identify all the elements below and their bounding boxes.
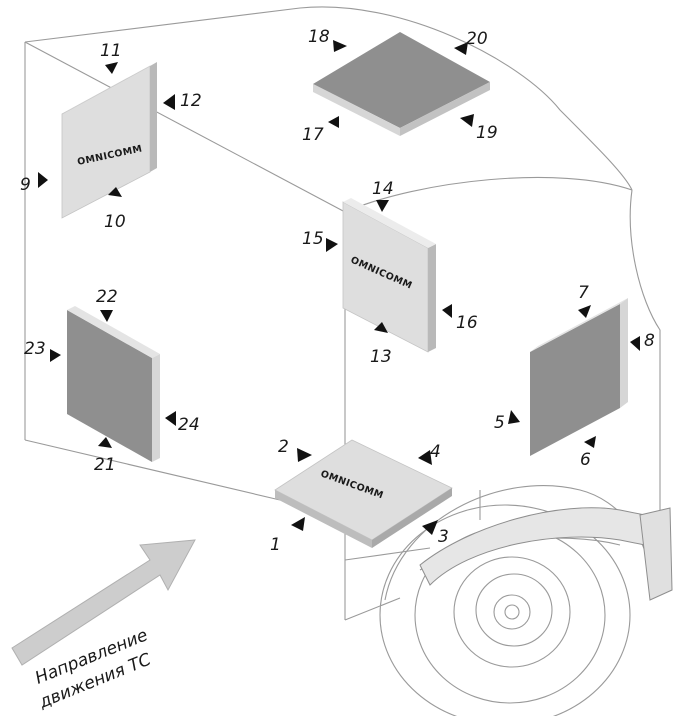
marker-arrow-19 <box>460 114 474 127</box>
marker-numbers: 1 2 3 4 5 6 7 8 9 10 11 12 13 14 15 16 1… <box>20 27 655 555</box>
panel-roof <box>313 32 490 136</box>
marker-label-22: 22 <box>96 287 118 307</box>
marker-label-23: 23 <box>24 339 46 359</box>
marker-label-4: 4 <box>430 442 441 462</box>
marker-arrow-15 <box>326 238 338 252</box>
marker-label-19: 19 <box>476 123 498 143</box>
marker-arrow-12 <box>163 94 175 110</box>
marker-label-20: 20 <box>466 29 488 49</box>
marker-label-1: 1 <box>270 535 281 555</box>
panel-top-left: OMNICOMM <box>61 62 157 219</box>
direction-arrow <box>11 539 196 666</box>
marker-arrow-6 <box>584 436 596 448</box>
marker-arrows <box>38 40 640 535</box>
marker-arrow-10 <box>108 187 122 197</box>
marker-arrow-2 <box>297 448 312 462</box>
panel-floor: OMNICOMM <box>274 439 453 548</box>
marker-arrow-4 <box>418 450 432 465</box>
marker-label-14: 14 <box>372 179 394 199</box>
panel-right <box>530 298 628 456</box>
marker-arrow-13 <box>374 322 388 333</box>
marker-arrow-24 <box>165 411 176 426</box>
marker-label-6: 6 <box>580 450 591 470</box>
marker-label-10: 10 <box>104 212 126 232</box>
panel-lower-left <box>67 306 160 462</box>
fender <box>419 507 673 601</box>
marker-label-15: 15 <box>302 229 324 249</box>
marker-label-16: 16 <box>456 313 478 333</box>
marker-arrow-17 <box>328 116 339 128</box>
marker-arrow-8 <box>630 336 640 351</box>
marker-label-9: 9 <box>20 175 31 195</box>
marker-label-7: 7 <box>578 283 589 303</box>
marker-arrow-23 <box>50 349 61 362</box>
marker-label-2: 2 <box>278 437 289 457</box>
marker-label-12: 12 <box>180 91 202 111</box>
marker-label-18: 18 <box>308 27 330 47</box>
marker-arrow-14 <box>376 200 389 212</box>
marker-arrow-11 <box>105 62 118 74</box>
marker-label-5: 5 <box>494 413 505 433</box>
marker-arrow-20 <box>454 42 468 55</box>
marker-label-11: 11 <box>100 41 122 61</box>
marker-arrow-7 <box>578 305 591 318</box>
marker-arrow-22 <box>100 310 113 322</box>
marker-label-21: 21 <box>94 455 116 475</box>
marker-label-8: 8 <box>644 331 655 351</box>
marker-arrow-5 <box>508 410 520 424</box>
marker-label-17: 17 <box>302 125 324 145</box>
marker-label-3: 3 <box>438 527 449 547</box>
marker-arrow-21 <box>98 437 112 448</box>
marker-arrow-9 <box>38 172 48 188</box>
marker-arrow-3 <box>422 520 438 535</box>
marker-arrow-1 <box>291 517 305 531</box>
marker-arrow-16 <box>442 304 452 318</box>
marker-label-13: 13 <box>370 347 392 367</box>
marker-label-24: 24 <box>178 415 200 435</box>
marker-arrow-18 <box>333 40 347 52</box>
panel-center: OMNICOMM <box>342 198 436 353</box>
